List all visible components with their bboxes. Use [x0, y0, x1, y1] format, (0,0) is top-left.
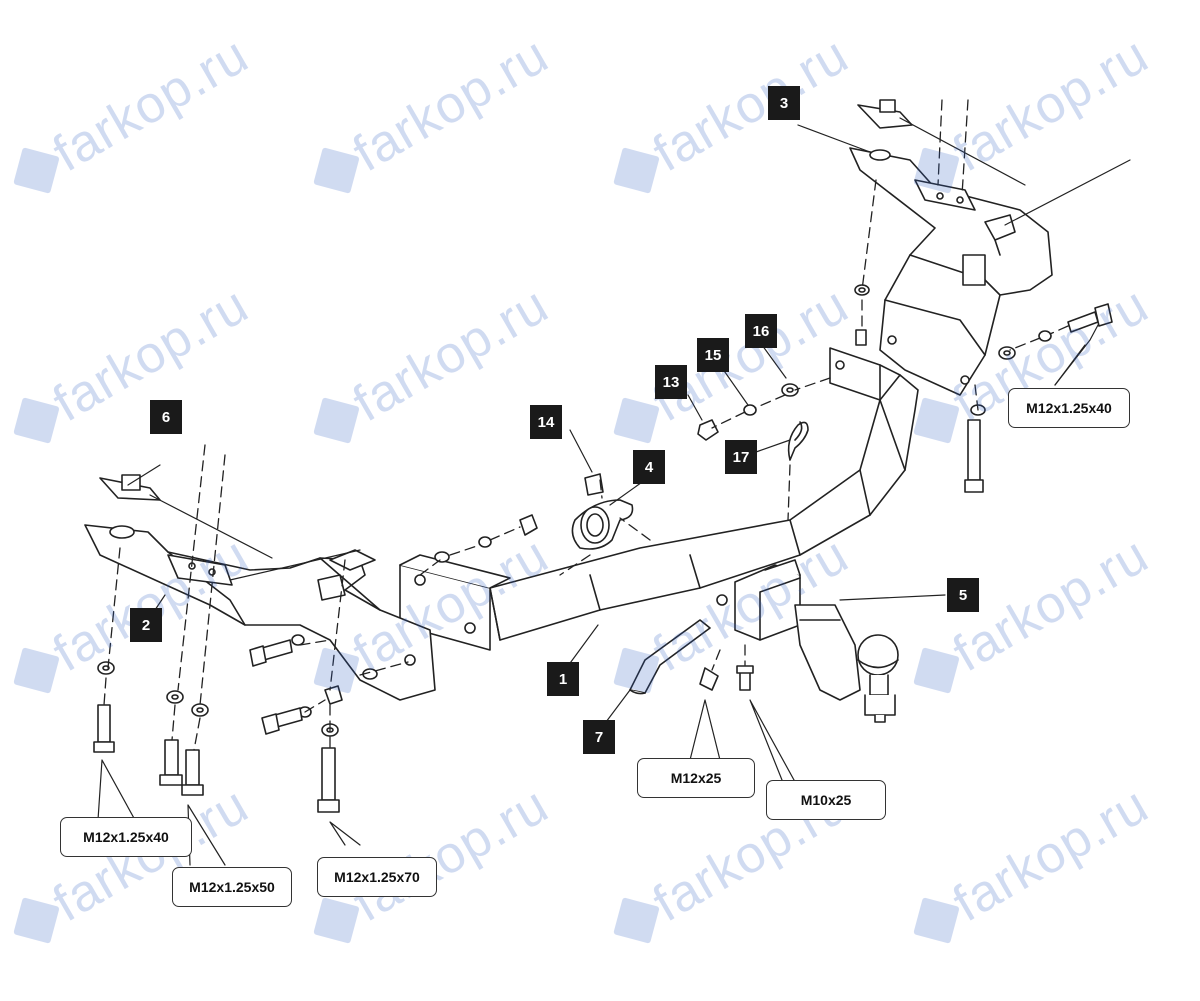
alignment-lines — [103, 99, 1069, 751]
part-label-1: 1 — [547, 662, 579, 696]
part-label-15: 15 — [697, 338, 729, 372]
part-label-14: 14 — [530, 405, 562, 439]
right-bracket — [849, 99, 1053, 396]
mounting-rods — [149, 117, 1131, 581]
receiver-box — [716, 559, 801, 641]
tow-eye-plate — [571, 499, 634, 550]
part-label-5: 5 — [947, 578, 979, 612]
part-label-7: 7 — [583, 720, 615, 754]
bolts — [93, 303, 1113, 813]
part-label-6: 6 — [150, 400, 182, 434]
part-label-13: 13 — [655, 365, 687, 399]
part-label-3: 3 — [768, 86, 800, 120]
spec-box-left-bolt-70: M12x1.25x70 — [317, 857, 437, 897]
ball-mount — [794, 604, 899, 723]
hitch-pin — [629, 619, 711, 695]
part-label-2: 2 — [130, 608, 162, 642]
spec-box-mount-bolt: M10x25 — [766, 780, 886, 820]
part-label-4: 4 — [633, 450, 665, 484]
part-label-17: 17 — [725, 440, 757, 474]
left-bracket — [84, 474, 436, 701]
part-label-16: 16 — [745, 314, 777, 348]
spec-box-pin-bolt: M12x25 — [637, 758, 755, 798]
spring-clip — [787, 421, 809, 461]
washers-nuts — [97, 284, 1052, 737]
spec-box-right-bolt: M12x1.25x40 — [1008, 388, 1130, 428]
spec-box-left-bolt-40: M12x1.25x40 — [60, 817, 192, 857]
spec-box-left-bolt-50: M12x1.25x50 — [172, 867, 292, 907]
